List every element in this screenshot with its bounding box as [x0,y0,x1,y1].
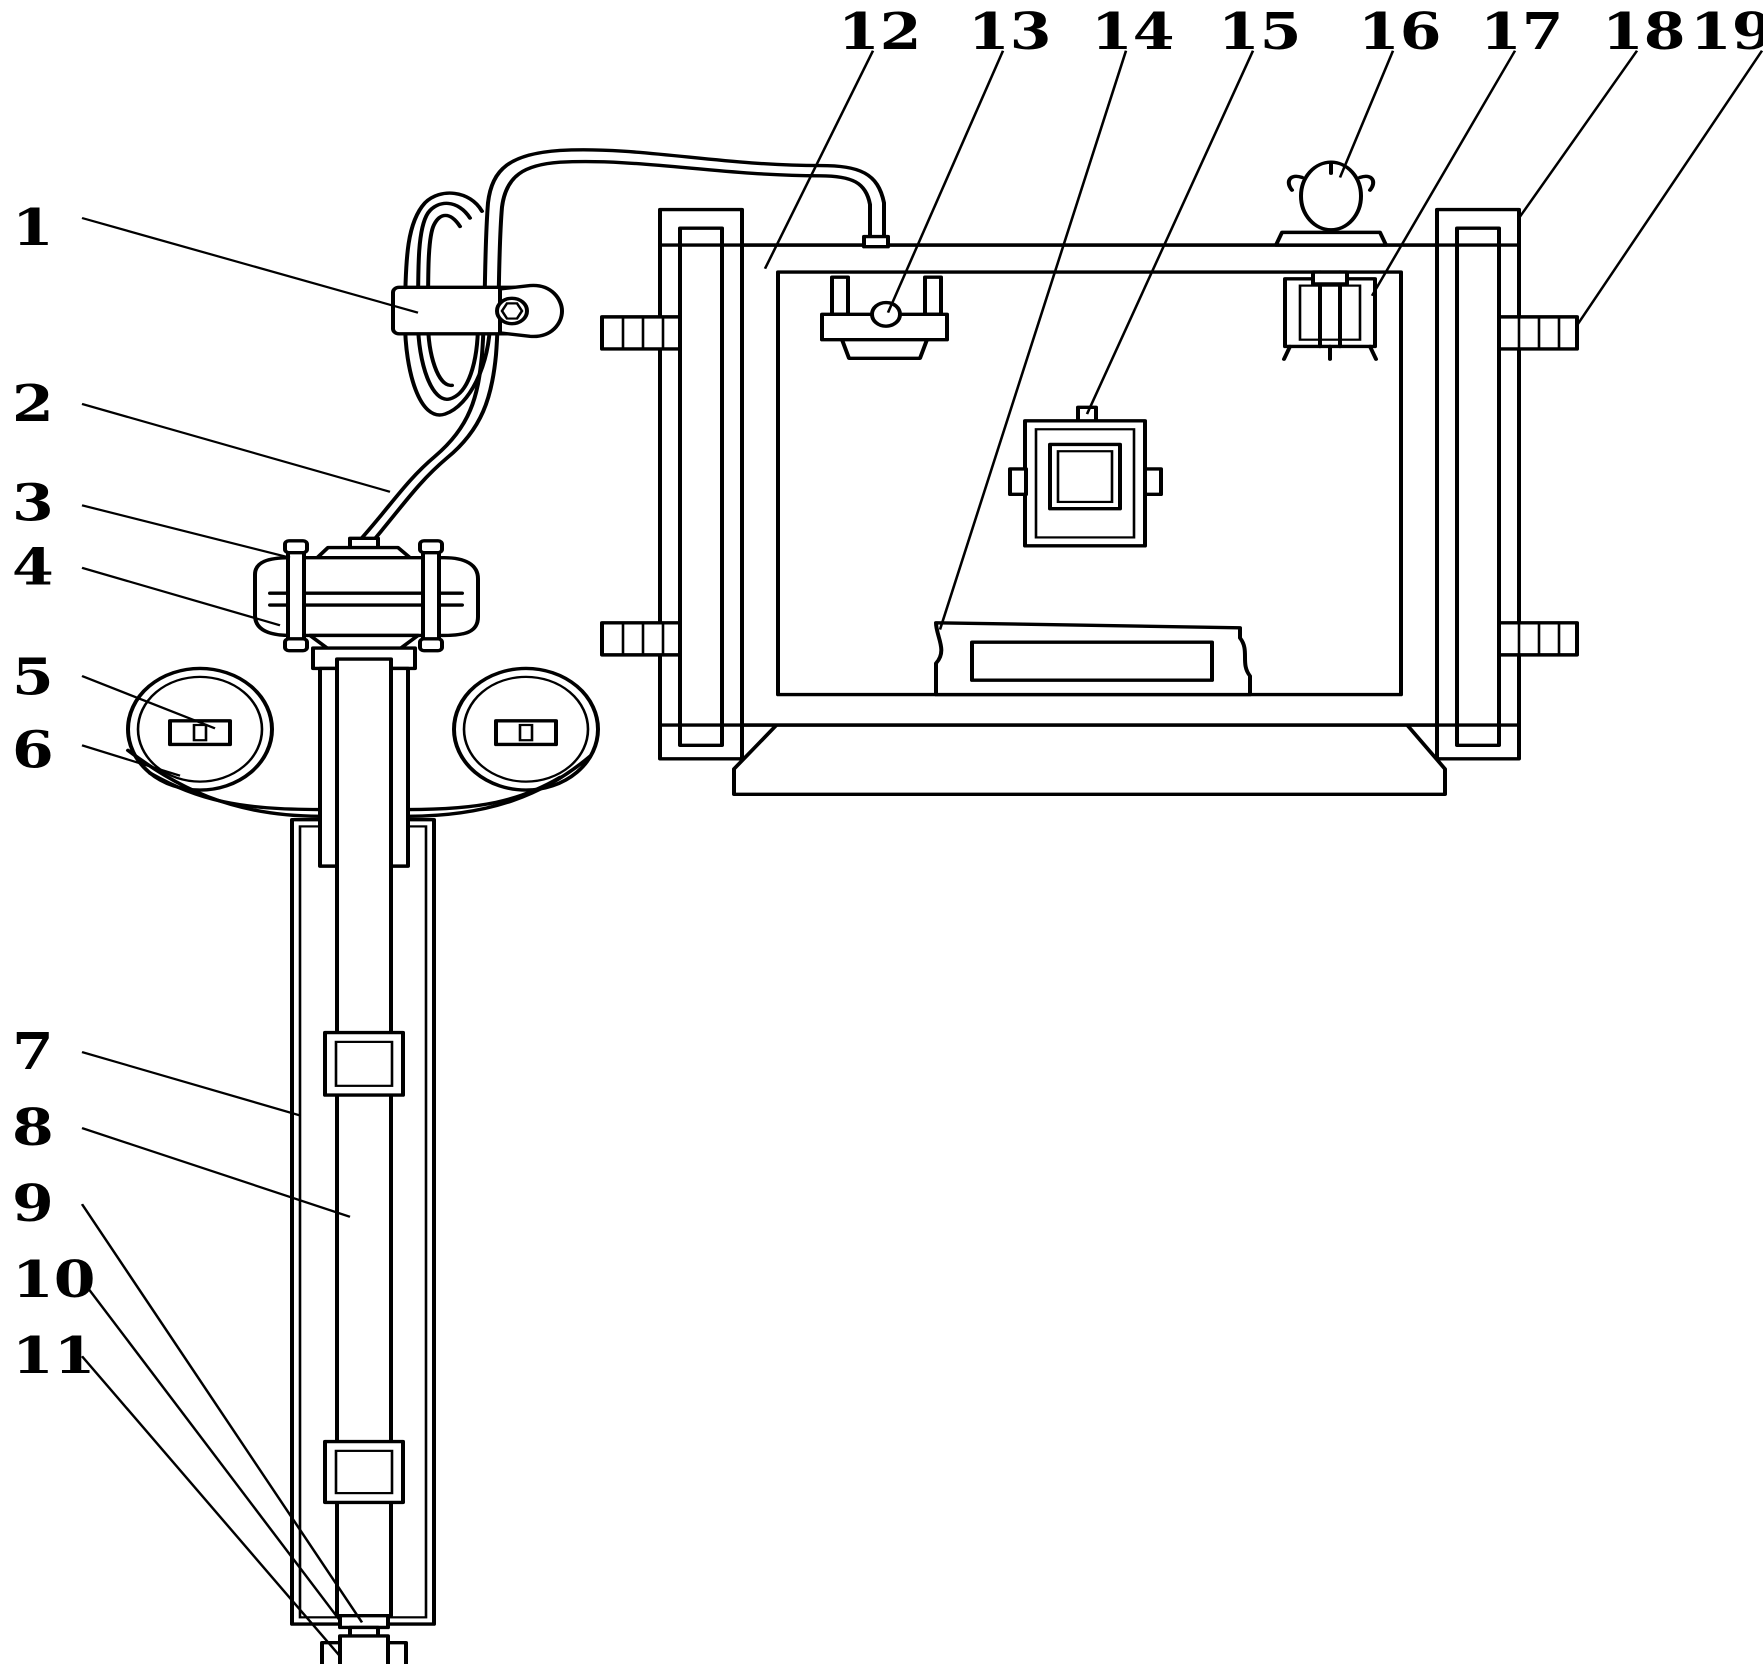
label-12: 12 [838,2,921,61]
cable-clamp [391,283,564,339]
label-19: 19 [1690,2,1763,61]
label-11: 11 [12,1327,95,1386]
label-13: 13 [968,2,1051,61]
reels [126,666,600,818]
inner-components [820,160,1388,697]
label-8: 8 [12,1098,54,1157]
label-14: 14 [1091,2,1174,61]
label-7: 7 [12,1022,54,1081]
label-17: 17 [1480,2,1563,61]
label-9: 9 [12,1174,54,1233]
label-15: 15 [1218,2,1301,61]
label-1: 1 [12,198,54,257]
label-6: 6 [12,721,54,780]
connector-head [253,536,480,655]
label-3: 3 [12,474,54,533]
label-4: 4 [12,538,54,597]
label-16: 16 [1358,2,1441,61]
rod-assembly [290,646,436,1664]
leader-lines [80,50,1763,1657]
label-2: 2 [12,374,54,433]
label-5: 5 [12,648,54,707]
label-10: 10 [12,1251,95,1310]
label-18: 18 [1602,2,1685,61]
reference-labels: 1 2 3 4 5 6 7 8 9 10 11 12 13 14 15 16 1… [12,2,1763,1385]
